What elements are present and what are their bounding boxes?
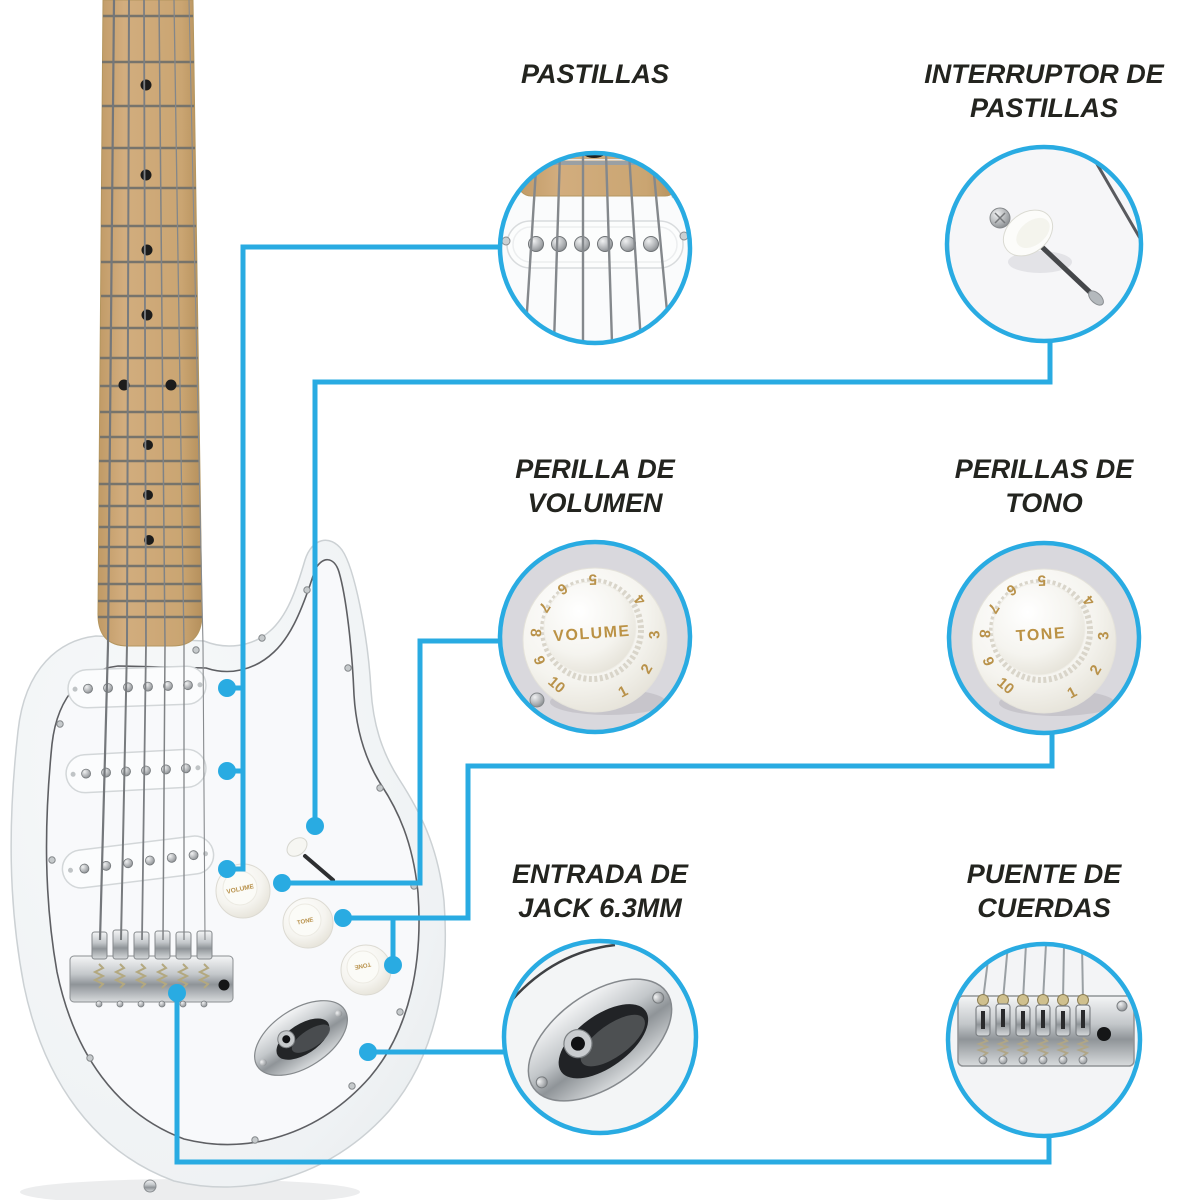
- label-jack-line2: JACK 6.3MM: [518, 893, 682, 923]
- label-puente-line1: PUENTE DE: [966, 859, 1122, 889]
- connector-volumen: [282, 638, 500, 886]
- bridge-saddles: [91, 929, 213, 960]
- label-interruptor-line1: INTERRUPTOR DE: [924, 59, 1164, 89]
- bridge-assembly: [69, 929, 234, 1008]
- svg-text:8: 8: [526, 628, 544, 638]
- guitar-illustration: VOLUME TONE TONE: [10, 0, 447, 1200]
- connector-interruptor: [312, 341, 1053, 826]
- neck-pickup: [67, 665, 207, 709]
- zoom-bottom-screws: [978, 1055, 1088, 1065]
- dot-tone2: [384, 956, 402, 974]
- callout-interruptor-zoom: [947, 147, 1141, 341]
- tone-knob-1: TONE: [282, 897, 334, 949]
- ring-interruptor: [944, 144, 1144, 344]
- tone-knob-1-text: TONE: [297, 917, 314, 926]
- bridge-pickup: [61, 835, 215, 889]
- ring-volumen: [497, 539, 693, 735]
- svg-text:5: 5: [1037, 571, 1046, 588]
- callout-pastillas-zoom: [500, 153, 690, 343]
- label-volumen-line1: PERILLA DE: [515, 454, 675, 484]
- dot-neck-pickup: [218, 679, 236, 697]
- callout-jack-zoom: [504, 941, 696, 1133]
- callout-volumen-zoom: VOLUME 1 2 3 4 5 6 7 8 9 10: [500, 542, 690, 732]
- tremolo-arm-hole: [218, 979, 230, 991]
- strap-button: [143, 1179, 157, 1193]
- label-pastillas: PASTILLAS: [435, 57, 755, 91]
- ring-puente: [945, 941, 1143, 1139]
- zoom-tone-text: TONE: [1015, 625, 1066, 645]
- zoom-springs: [976, 1037, 1090, 1057]
- frets: [98, 14, 202, 619]
- svg-text:5: 5: [588, 570, 597, 587]
- dot-middle-pickup: [218, 762, 236, 780]
- tone-knob-2-text: TONE: [354, 960, 371, 969]
- dot-jack: [359, 1043, 377, 1061]
- pickup-selector-switch: [286, 837, 335, 882]
- dot-bridge: [168, 984, 186, 1002]
- strings: [98, 0, 206, 941]
- tone-knob-2: TONE: [340, 944, 392, 996]
- dot-bridge-pickup: [218, 860, 236, 878]
- label-interruptor-line2: PASTILLAS: [970, 93, 1118, 123]
- jack-plate: [254, 1000, 348, 1076]
- volume-knob: VOLUME: [215, 863, 271, 919]
- label-jack-line1: ENTRADA DE: [511, 859, 688, 889]
- callout-tono-zoom: TONE 1 2 3 4 5 6 7 8 9 10: [949, 543, 1139, 733]
- label-puente-line2: CUERDAS: [977, 893, 1111, 923]
- label-volumen-line2: VOLUMEN: [527, 488, 663, 518]
- dot-tone1: [334, 909, 352, 927]
- body-shadow: [20, 1179, 360, 1200]
- connector-tono: [343, 733, 1055, 921]
- ring-pastillas: [497, 150, 693, 346]
- svg-text:3: 3: [1095, 631, 1113, 641]
- bridge-screws: [95, 1000, 208, 1008]
- callout-rings: [497, 144, 1144, 1139]
- label-tono: PERILLAS DE TONO: [884, 452, 1200, 520]
- label-tono-line2: TONO: [1005, 488, 1083, 518]
- dot-switch: [306, 817, 324, 835]
- zoom-trem-hole: [1097, 1027, 1111, 1041]
- label-puente: PUENTE DE CUERDAS: [884, 857, 1200, 925]
- zoom-saddles: [975, 1003, 1091, 1037]
- connector-dots: [168, 679, 402, 1061]
- label-tono-line1: PERILLAS DE: [954, 454, 1134, 484]
- dot-volume: [273, 874, 291, 892]
- bridge-springs: [92, 963, 211, 989]
- ring-jack: [501, 938, 699, 1136]
- ring-tono: [946, 540, 1142, 736]
- svg-text:3: 3: [646, 630, 664, 640]
- label-interruptor: INTERRUPTOR DE PASTILLAS: [884, 57, 1200, 125]
- label-volumen: PERILLA DE VOLUMEN: [435, 452, 755, 520]
- zoom-volume-text: VOLUME: [553, 623, 631, 645]
- pickguard-screws: [48, 586, 418, 1144]
- connector-puente: [174, 993, 1052, 1165]
- callout-puente-zoom: [948, 944, 1140, 1136]
- svg-text:8: 8: [975, 629, 993, 639]
- label-pastillas-line1: PASTILLAS: [521, 59, 669, 89]
- label-jack: ENTRADA DE JACK 6.3MM: [440, 857, 760, 925]
- middle-pickup: [65, 748, 207, 794]
